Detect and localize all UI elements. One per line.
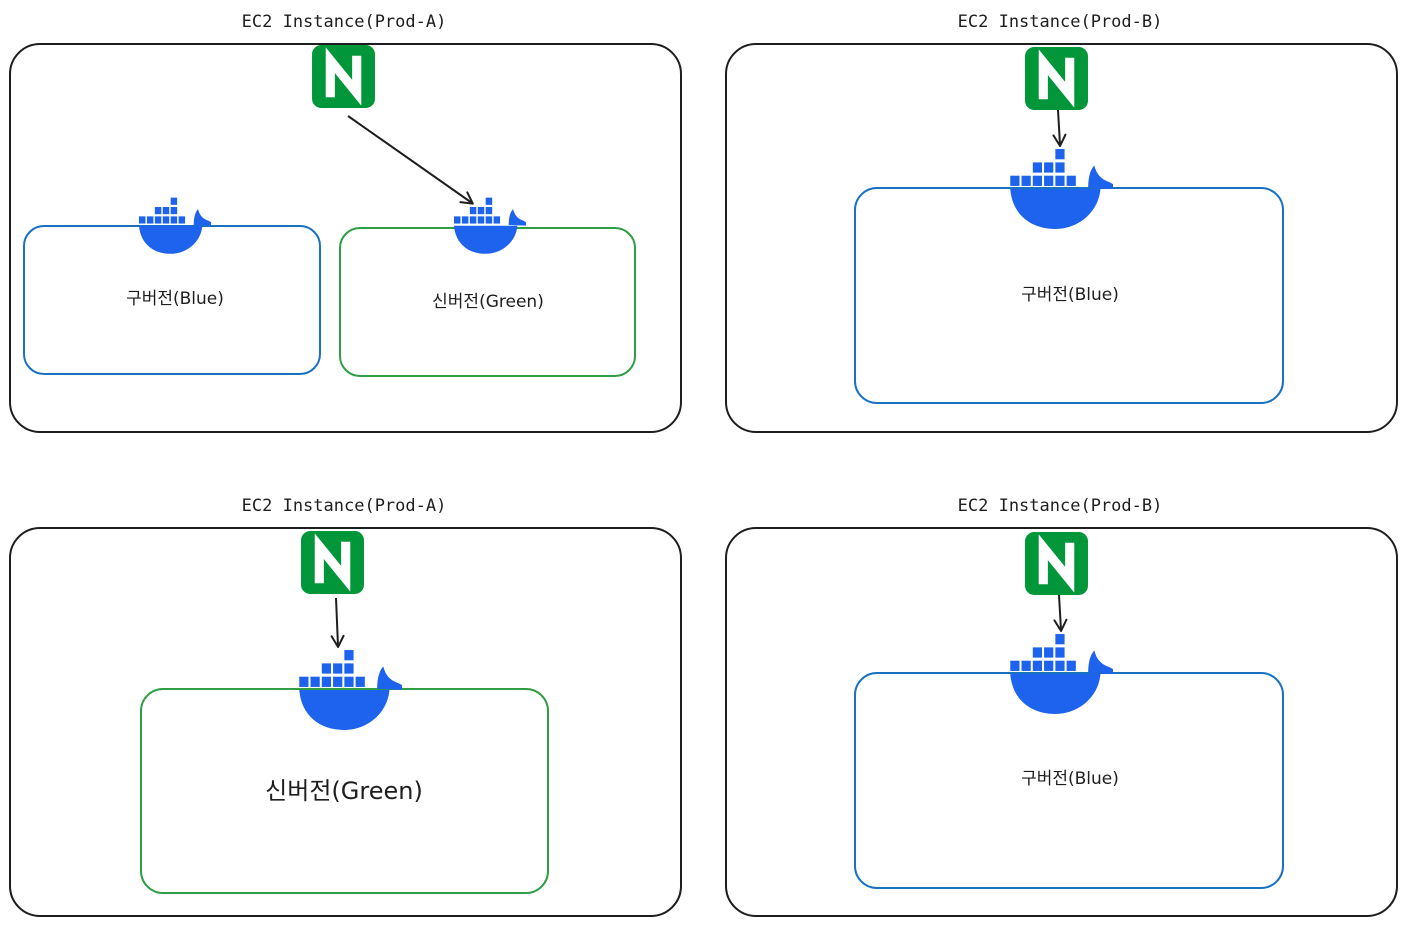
panel-ec2-prod-b-top: EC2 Instance(Prod-B) 구버전(Blue) — [725, 12, 1398, 433]
panel-title: EC2 Instance(Prod-A) — [242, 496, 447, 516]
docker-whale-icon — [454, 197, 526, 254]
nginx-logo-icon — [1025, 532, 1088, 595]
traffic-arrow — [330, 597, 345, 648]
ec2-instance-frame — [9, 527, 682, 917]
container-label: 신버전(Green) — [432, 292, 544, 312]
container-label: 구버전(Blue) — [1021, 285, 1119, 305]
container-label: 구버전(Blue) — [1021, 769, 1119, 789]
panel-title: EC2 Instance(Prod-A) — [242, 12, 447, 32]
container-green-box — [140, 688, 549, 894]
traffic-arrow — [347, 115, 474, 205]
panel-ec2-prod-a-top: EC2 Instance(Prod-A) 구버전(Blue) 신버전(Green… — [9, 12, 682, 433]
nginx-logo-icon — [1025, 47, 1088, 110]
docker-whale-icon — [139, 197, 211, 254]
traffic-arrow — [1052, 109, 1067, 147]
ec2-instance-frame — [725, 527, 1398, 917]
ec2-instance-frame — [9, 43, 682, 433]
nginx-logo-icon — [312, 45, 375, 108]
traffic-arrow — [1053, 594, 1068, 632]
docker-whale-icon — [1010, 149, 1113, 229]
container-blue-box — [854, 672, 1284, 889]
container-blue-box — [854, 187, 1284, 404]
container-label: 구버전(Blue) — [126, 289, 224, 309]
docker-whale-icon — [299, 650, 402, 730]
nginx-logo-icon — [301, 531, 364, 594]
docker-whale-icon — [1010, 634, 1113, 714]
panel-title: EC2 Instance(Prod-B) — [958, 496, 1163, 516]
panel-ec2-prod-b-bottom: EC2 Instance(Prod-B) 구버전(Blue) — [725, 496, 1398, 917]
ec2-instance-frame — [725, 43, 1398, 433]
panel-ec2-prod-a-bottom: EC2 Instance(Prod-A) 신버전(Green) — [9, 496, 682, 917]
panel-title: EC2 Instance(Prod-B) — [958, 12, 1163, 32]
container-label: 신버전(Green) — [265, 777, 423, 805]
